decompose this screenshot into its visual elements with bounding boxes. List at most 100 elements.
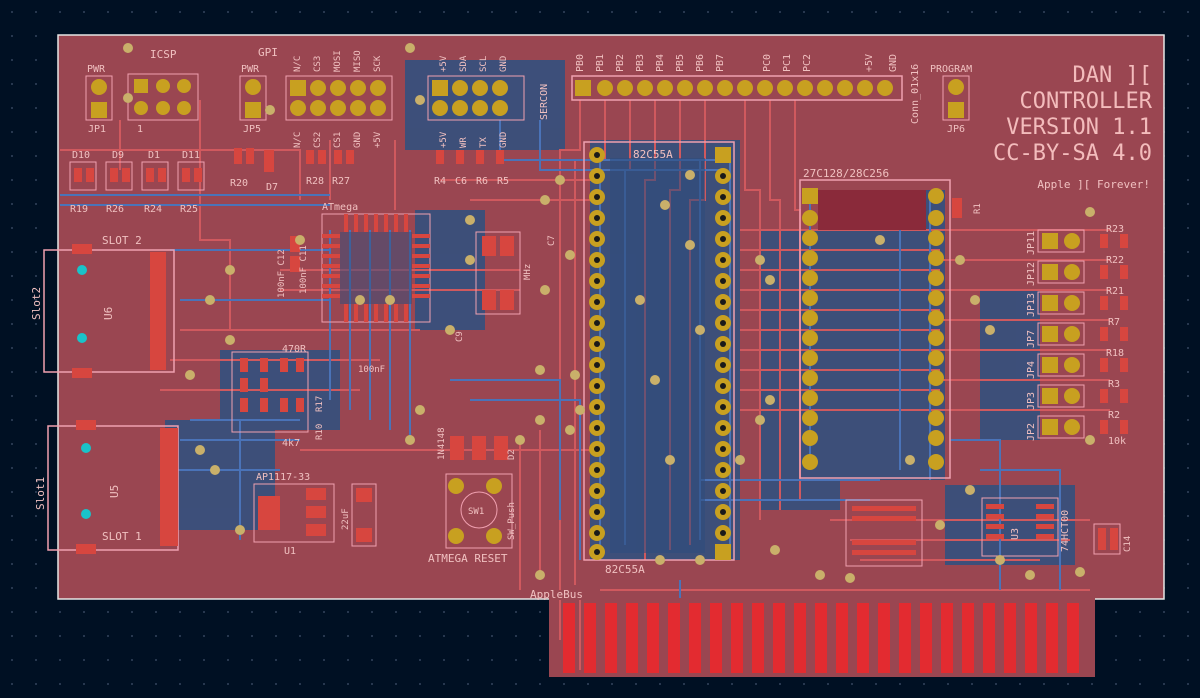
d9-label: D9 xyxy=(112,150,124,161)
pin-pc0: PC0 xyxy=(762,54,773,72)
r7-label: R7 xyxy=(1108,317,1120,328)
resistor-block: 470R 4k7 R10 R17 xyxy=(231,344,325,449)
res470-label: 470R xyxy=(282,344,307,355)
pin-holes-u4 xyxy=(594,152,726,555)
sw1-label: SW1 xyxy=(468,507,484,517)
r1-part: R1 xyxy=(952,198,983,218)
hc-label: 74HCT00 xyxy=(1060,510,1071,552)
r27-label: R27 xyxy=(332,176,350,187)
spi-nc: N/C xyxy=(293,56,303,72)
r19-label: R19 xyxy=(70,204,88,215)
jp4-label: JP4 xyxy=(1026,361,1037,379)
jp3-label: JP3 xyxy=(1026,392,1037,410)
d7-label: D7 xyxy=(266,182,278,193)
spi-nc-b: N/C xyxy=(293,132,303,148)
applebus-label: AppleBus xyxy=(530,588,583,601)
r26-label: R26 xyxy=(106,204,124,215)
c12-label: 100nF C12 xyxy=(277,249,287,298)
jp7-label: JP7 xyxy=(1026,330,1037,348)
spi-cs3: CS3 xyxy=(313,56,323,72)
jp6-label: JP6 xyxy=(947,124,965,135)
jp12-label: JP12 xyxy=(1026,262,1037,286)
jp11-label: JP11 xyxy=(1026,231,1037,255)
spi-gnd: GND xyxy=(353,132,363,148)
slot1-side-label: Slot1 xyxy=(34,477,47,510)
jp2-label: JP2 xyxy=(1026,423,1037,441)
jp13-label: JP13 xyxy=(1026,293,1037,317)
spi-5v: +5V xyxy=(373,131,383,148)
right-jumper-pads xyxy=(1042,233,1080,435)
led-array: D10 D9 D1 D11 R19 R26 R24 R25 xyxy=(69,150,205,215)
reset-switch[interactable]: SW1 SW_Push ATMEGA RESET 1N4148 D2 xyxy=(428,427,517,565)
r5-label: R5 xyxy=(497,176,509,187)
header-icsp[interactable]: ICSP 1 xyxy=(127,48,199,135)
title-line1: DAN ][ xyxy=(1073,63,1152,88)
res4k7-label: 4k7 xyxy=(282,438,300,449)
header-sercon[interactable]: SERCON xyxy=(427,75,550,121)
chip-u9[interactable]: 27C128/28C256 xyxy=(799,167,951,479)
gpi-label: GPI xyxy=(258,46,278,59)
top-pin-labels: PB0 PB1 PB2 PB3 PB4 PB5 PB6 PB7 PC0 PC1 … xyxy=(575,54,921,124)
u5-label: U5 xyxy=(108,485,121,498)
r24-label: R24 xyxy=(144,204,162,215)
c9-label: C9 xyxy=(455,331,465,342)
u4-label: 82C55A xyxy=(633,148,673,161)
r3-label: R3 xyxy=(1108,379,1120,390)
chip-u3[interactable]: U3 74HCT00 xyxy=(981,497,1071,557)
u9-label: 27C128/28C256 xyxy=(803,167,889,180)
r18-label: R18 xyxy=(1106,348,1124,359)
ser-gnd: GND xyxy=(499,56,509,72)
slot2-connector[interactable]: SLOT 2 Slot2 U6 xyxy=(30,234,175,378)
title-line3: VERSION 1.1 xyxy=(1006,115,1152,140)
reset-label: ATMEGA RESET xyxy=(428,552,508,565)
misc-mid-parts: 100nF C12 100nF C11 MHz C7 C9 100nF xyxy=(277,231,557,375)
ser-pin-labels: +5V SDA SCL GND +5V WR TX GND xyxy=(439,55,509,148)
header-jp1[interactable]: PWR JP1 xyxy=(85,64,113,135)
conn-label: Conn_01x16 xyxy=(910,64,921,124)
r17-label: R17 xyxy=(315,396,325,412)
ser-wr: WR xyxy=(459,137,469,148)
slot2-label: SLOT 2 xyxy=(102,234,142,247)
c8-label: 22uF xyxy=(341,508,351,530)
d10-label: D10 xyxy=(72,150,90,161)
r28-label: R28 xyxy=(306,176,324,187)
ser-5v: +5V xyxy=(439,55,449,72)
header-conn-01x16[interactable] xyxy=(571,75,903,101)
r10-label: R10 xyxy=(315,424,325,440)
mhz-label: MHz xyxy=(523,264,533,280)
pin-pc1: PC1 xyxy=(782,54,793,72)
pin-pb5: PB5 xyxy=(675,54,686,72)
pin-pb4: PB4 xyxy=(655,54,666,72)
r10k-label: 10k xyxy=(1108,436,1126,447)
capacitor-c14: C14 xyxy=(1093,523,1133,555)
right-jumpers[interactable] xyxy=(1037,229,1085,439)
capacitor-c8: 22uF xyxy=(341,483,377,547)
r22-label: R22 xyxy=(1106,255,1124,266)
spi-pin-labels: N/C CS3 MOSI MISO SCK N/C CS2 CS1 GND +5… xyxy=(293,50,383,148)
chip-lower-mid xyxy=(845,499,923,567)
header-jp5[interactable]: PWR JP5 xyxy=(239,64,267,135)
header-gpi[interactable]: GPI xyxy=(258,46,393,121)
u9-pins xyxy=(802,188,944,470)
spi-sck: SCK xyxy=(373,55,383,72)
r1-label: R1 xyxy=(973,203,983,214)
ser-sda: SDA xyxy=(459,55,469,72)
slot1-connector[interactable]: SLOT 1 Slot1 U5 xyxy=(34,420,179,554)
u7-label: ATmega xyxy=(322,202,358,213)
pin-pb3: PB3 xyxy=(635,54,646,72)
regulator-u1[interactable]: AP1117-33 U1 xyxy=(253,472,335,557)
right-jumper-labels: JP11 JP12 JP13 JP7 JP4 JP3 JP2 xyxy=(1026,231,1037,441)
u1reg-label: AP1117-33 xyxy=(256,472,310,483)
pin-pb0: PB0 xyxy=(575,54,586,72)
ser-scl: SCL xyxy=(479,56,489,72)
top-header-pins xyxy=(575,80,893,96)
r20-label: R20 xyxy=(230,178,248,189)
r23-label: R23 xyxy=(1106,224,1124,235)
pin-pb7: PB7 xyxy=(715,54,726,72)
c10-label: 100nF xyxy=(358,365,385,375)
c11-label: 100nF C11 xyxy=(299,245,309,294)
chip-u7[interactable]: ATmega xyxy=(321,202,431,323)
header-jp6[interactable]: PROGRAM JP6 xyxy=(930,64,972,135)
ser-5v-b: +5V xyxy=(439,131,449,148)
